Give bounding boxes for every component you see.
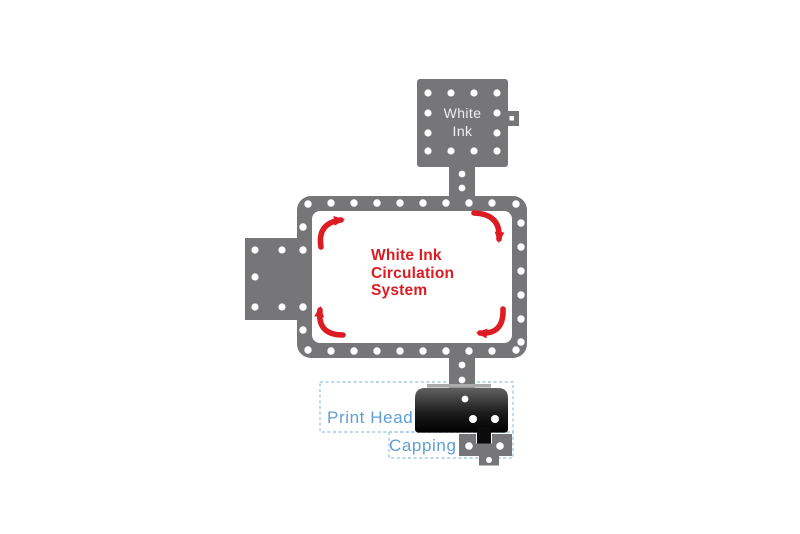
tank-label: White Ink [443, 105, 482, 139]
capping-label: Capping [389, 436, 457, 455]
print-head-boundary [319, 381, 514, 433]
arrow-bottom-right [475, 306, 506, 339]
tank-bolt-dots [424, 89, 501, 155]
left-connector-plate [245, 238, 302, 320]
print-head-unit [414, 384, 508, 444]
circulation-system-label: White Ink Circulation System [371, 247, 455, 299]
loop-bolt-dots [299, 199, 525, 355]
arrow-top-left [317, 215, 346, 250]
print-head-label: Print Head [327, 408, 414, 427]
arrow-top-right [471, 210, 505, 244]
loop-to-head-connector [449, 357, 475, 388]
tank-to-loop-connector [449, 165, 475, 198]
circulation-loop-frame [297, 196, 527, 358]
arrow-bottom-left [314, 305, 346, 338]
print-head-nozzle [477, 427, 491, 444]
capping-station [459, 434, 512, 466]
circulation-arrows [314, 210, 506, 339]
white-ink-tank [417, 79, 519, 167]
